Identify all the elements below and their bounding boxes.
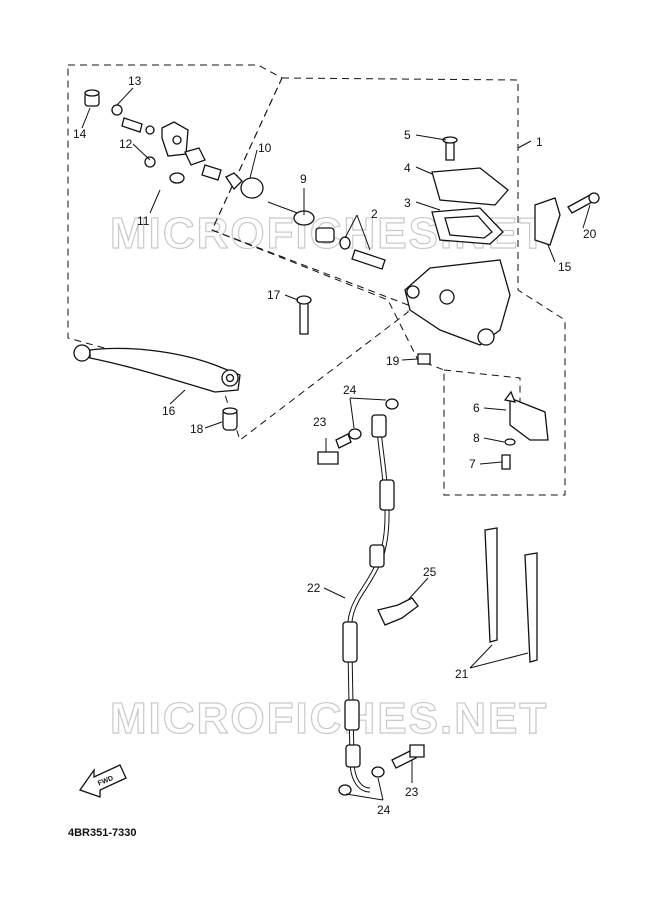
gasket-upper-a [348,428,362,440]
lever-nut [417,353,431,365]
cable-tie-b [524,552,538,663]
hose-clamp [377,597,419,626]
callout-15: 15 [558,260,572,274]
callout-10: 10 [258,141,272,155]
union-bolt-upper [317,433,352,465]
gasket-upper-b [385,398,399,410]
holder-bracket [534,192,600,246]
callout-23-upper: 23 [313,415,327,429]
callout-5: 5 [404,128,411,142]
master-cylinder-group-outline [211,77,566,496]
callout-11: 11 [137,214,150,228]
callout-3: 3 [404,196,411,210]
callout-21: 21 [455,667,469,681]
gasket-lower-a [338,784,352,796]
callout-19: 19 [386,354,400,368]
lever-collar [222,407,238,431]
callout-25: 25 [423,565,437,579]
callout-12: 12 [119,137,133,151]
callout-24-upper: 24 [343,383,357,397]
brake-switch [503,390,549,441]
reservoir-cap [431,167,509,206]
callout-13: 13 [128,74,142,88]
callout-7: 7 [469,457,476,471]
callout-9: 9 [300,172,307,186]
callout-16: 16 [162,404,176,418]
callout-18: 18 [190,422,204,436]
switch-washer [504,438,516,446]
callout-4: 4 [404,161,411,175]
master-cylinder-body [404,259,511,346]
switch-screw [501,454,511,470]
callout-numbers: 1 2 3 4 5 6 7 8 9 10 11 12 13 14 15 16 1… [73,74,597,817]
callout-17: 17 [267,288,281,302]
brake-lever [73,344,241,393]
callout-20: 20 [583,227,597,241]
brake-hose [342,414,395,793]
callout-24-lower: 24 [377,803,391,817]
switch-group-outline [443,369,521,410]
reservoir-diaphragm [431,207,504,245]
cap-screw [442,136,458,161]
gasket-lower-b [371,766,385,778]
lever-bolt [299,299,309,335]
callout-1: 1 [536,135,543,149]
drawing-code: 4BR351-7330 [68,827,137,839]
callout-23-lower: 23 [405,785,419,799]
callout-8: 8 [473,431,480,445]
callout-6: 6 [473,401,480,415]
union-bolt-lower [391,744,425,769]
watermark-lower: MICROFICHES.NET [110,694,548,743]
callout-14: 14 [73,127,87,141]
callout-2: 2 [371,207,378,221]
callout-22: 22 [307,581,321,595]
forward-arrow-icon: FWD [78,764,127,798]
leader-lines [81,87,591,801]
adjuster-parts [84,89,264,199]
cable-tie-a [484,527,498,643]
